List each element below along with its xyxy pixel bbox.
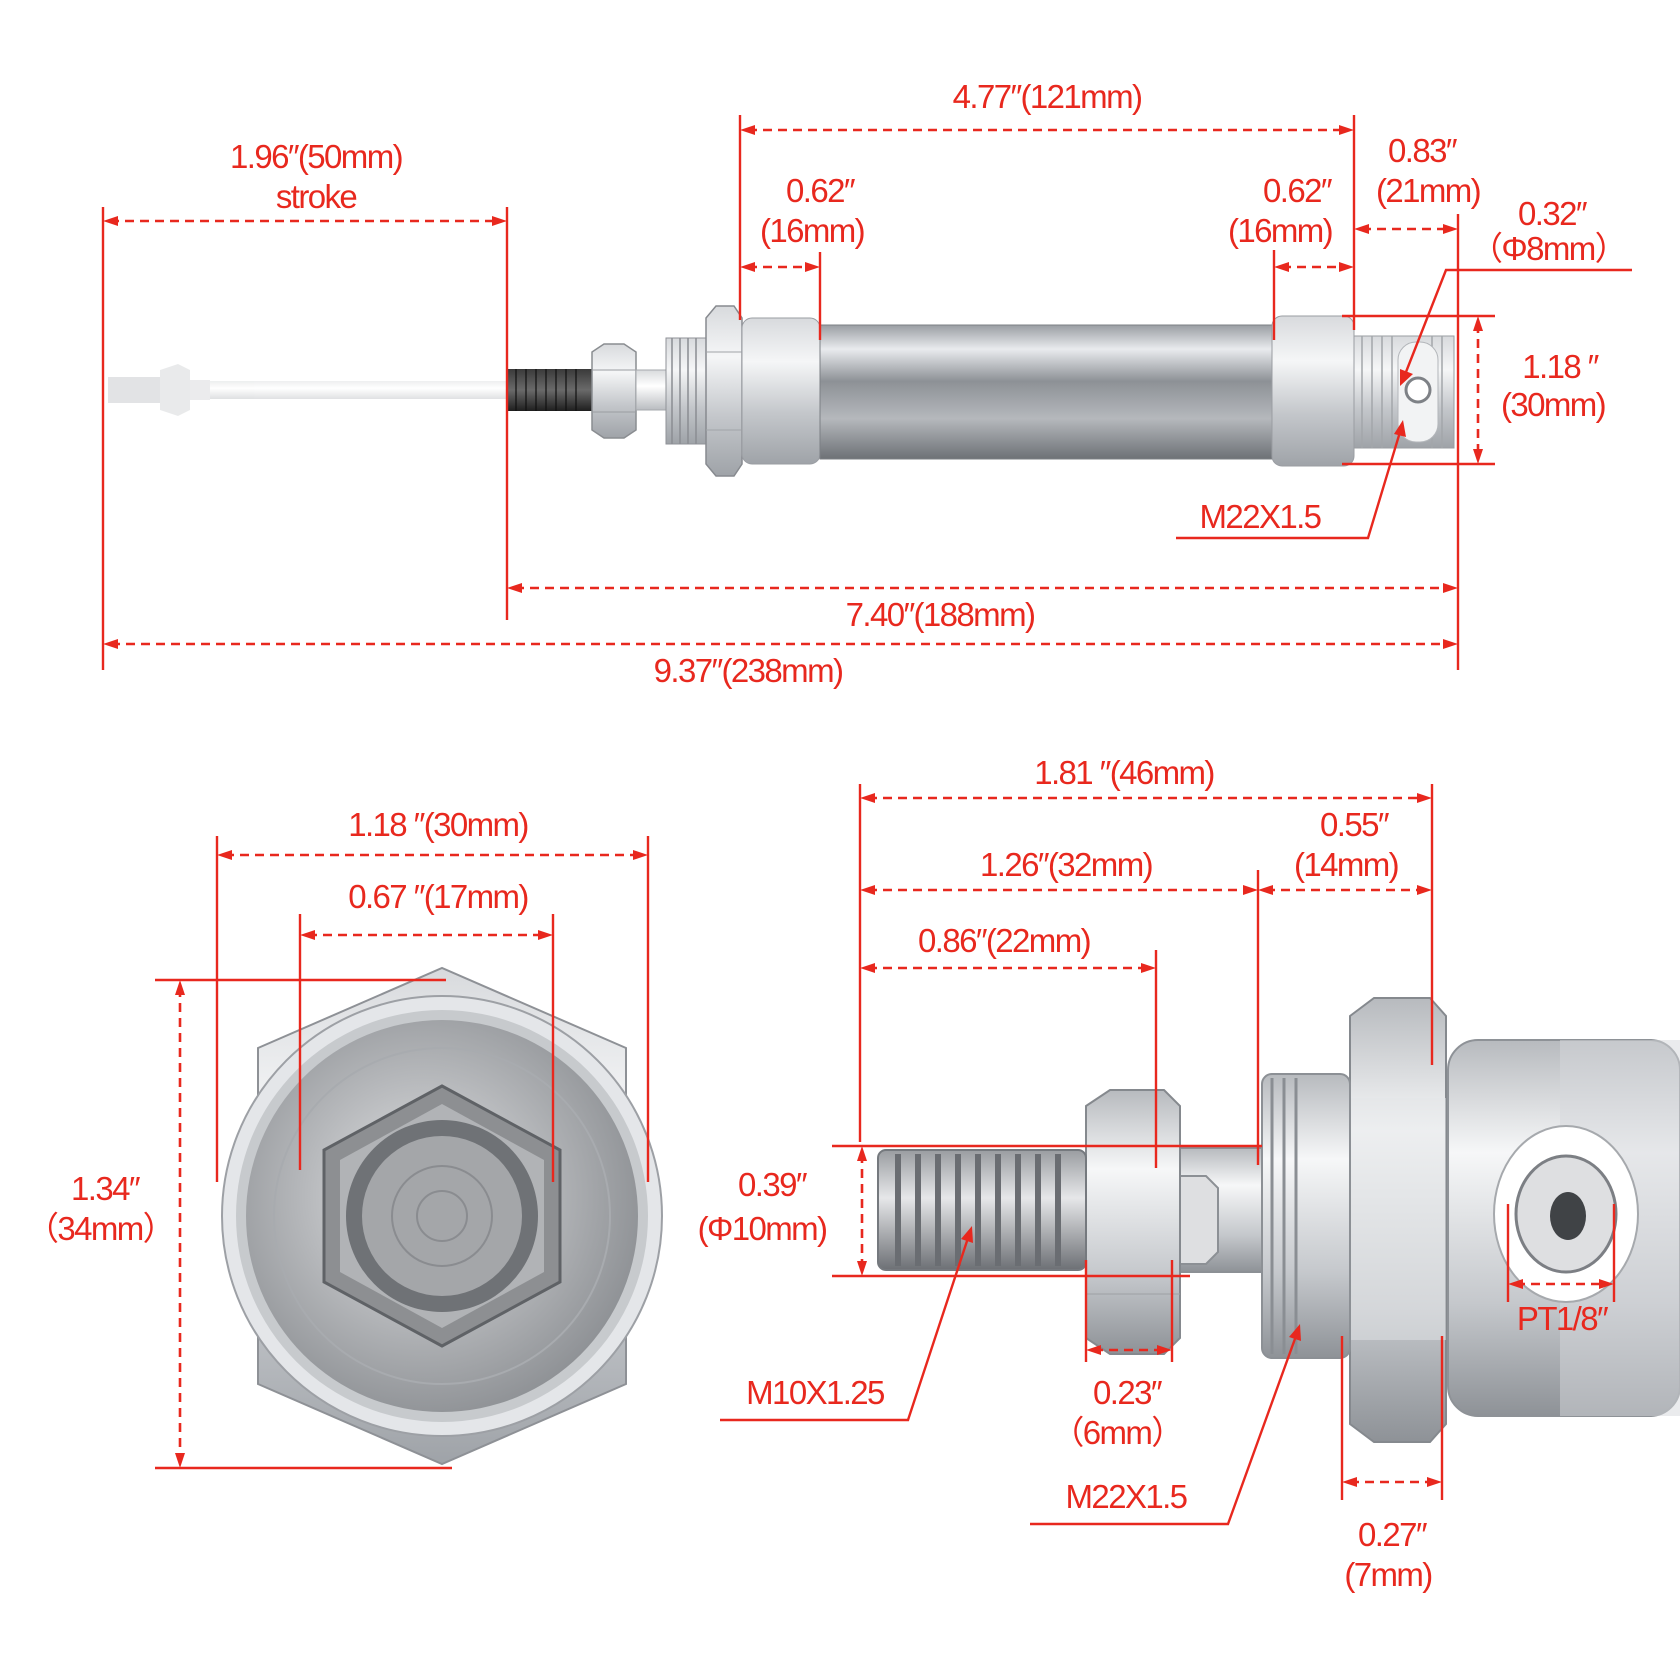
label-width-corners-mm: （34mm）	[26, 1210, 174, 1247]
detail-lock-nut	[1085, 1089, 1181, 1355]
label-extended-length: 9.37″(238mm)	[654, 652, 843, 689]
label-mount-thread: M22X1.5	[1066, 1478, 1187, 1515]
label-nut-thickness-mm: （6mm）	[1051, 1414, 1182, 1451]
rod-thread	[508, 369, 592, 411]
label-front-cap-inch: 0.62″	[786, 172, 856, 209]
label-rear-cap-inch: 0.62″	[1263, 172, 1333, 209]
rod-detail-dimensions: 1.81 ″(46mm) 1.26″(32mm) 0.55″ (14mm) 0.…	[698, 754, 1616, 1593]
label-rear-dia-inch: 1.18 ″	[1522, 348, 1599, 385]
front-end-cap	[741, 317, 821, 465]
label-rear-thread: M22X1.5	[1200, 498, 1321, 535]
label-stroke-caption: stroke	[276, 178, 357, 215]
detail-rod-thread	[877, 1149, 1087, 1271]
front-nut	[705, 305, 743, 477]
label-front-cap-mm: (16mm)	[760, 212, 864, 249]
label-stroke-value: 1.96″(50mm)	[230, 138, 402, 175]
label-width-flats: 1.18 ″(30mm)	[348, 806, 528, 843]
label-port: PT1/8″	[1517, 1300, 1609, 1337]
label-mount-nut-inch: 0.27″	[1358, 1516, 1428, 1553]
label-rear-mount-mm: (21mm)	[1376, 172, 1480, 209]
rear-end-cap	[1271, 315, 1355, 467]
label-rod-dia-mm: (Φ10mm)	[698, 1210, 827, 1247]
piston-rod	[635, 369, 667, 411]
label-rod-thread: M10X1.25	[746, 1374, 884, 1411]
detail-mount-thread	[1261, 1073, 1351, 1359]
cylinder-barrel	[819, 324, 1273, 460]
label-retracted-length: 7.40″(188mm)	[846, 596, 1035, 633]
label-total-length: 1.81 ″(46mm)	[1034, 754, 1214, 791]
label-nut-flats: 0.67 ″(17mm)	[348, 878, 528, 915]
label-thread-length: 0.86″(22mm)	[918, 922, 1090, 959]
label-rear-cap-mm: (16mm)	[1228, 212, 1332, 249]
label-hole-inch: 0.32″	[1518, 195, 1588, 232]
end-view-dimensions: 1.18 ″(30mm) 0.67 ″(17mm) 1.34″ （34mm）	[26, 806, 650, 1470]
label-width-corners-inch: 1.34″	[71, 1170, 141, 1207]
label-rod-to-shoulder: 1.26″(32mm)	[980, 846, 1152, 883]
rod-nut	[591, 343, 637, 439]
cylinder-side-view	[108, 305, 1455, 477]
top-dimensions	[101, 115, 1632, 670]
label-gland-mm: (14mm)	[1294, 846, 1398, 883]
label-mount-nut-mm: (7mm)	[1344, 1556, 1431, 1593]
top-labels: 1.96″(50mm) stroke 4.77″(121mm) 0.62″ (1…	[230, 78, 1628, 689]
label-rear-mount-inch: 0.83″	[1388, 132, 1458, 169]
label-hole-mm: （Φ8mm）	[1470, 230, 1626, 267]
rod-end-detail	[877, 997, 1680, 1443]
extended-rod-ghost	[108, 364, 507, 416]
label-body-length: 4.77″(121mm)	[953, 78, 1142, 115]
label-nut-thickness-inch: 0.23″	[1093, 1374, 1163, 1411]
label-gland-inch: 0.55″	[1320, 806, 1390, 843]
label-rear-dia-mm: (30mm)	[1501, 386, 1605, 423]
label-rod-dia-inch: 0.39″	[738, 1166, 808, 1203]
end-view	[221, 966, 663, 1466]
mounting-hole	[1404, 376, 1432, 404]
